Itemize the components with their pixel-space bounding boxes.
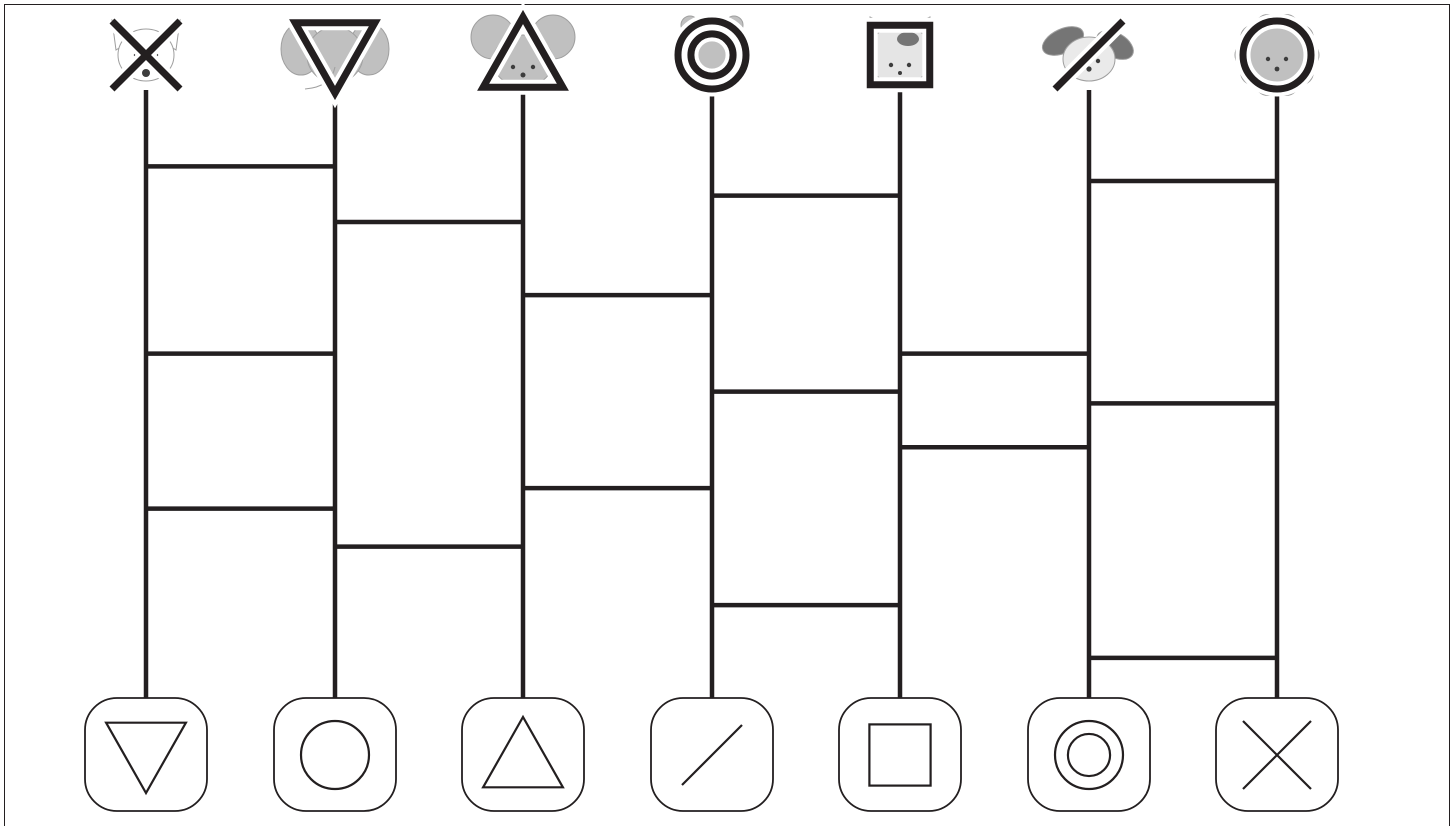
bottom-answer-row <box>85 698 1338 811</box>
answer-box-frame <box>274 698 396 811</box>
top-item-1[interactable] <box>112 20 180 89</box>
answer-box-5[interactable] <box>839 698 961 811</box>
answer-box-4[interactable] <box>651 698 773 811</box>
answer-box-7[interactable] <box>1216 698 1338 811</box>
top-animal-row <box>112 14 1319 95</box>
answer-box-6[interactable] <box>1028 698 1150 811</box>
answer-box-2[interactable] <box>274 698 396 811</box>
top-item-5[interactable] <box>868 17 932 85</box>
answer-box-1[interactable] <box>85 698 207 811</box>
answer-box-frame <box>839 698 961 811</box>
answer-box-frame <box>1028 698 1150 811</box>
answer-box-3[interactable] <box>462 698 584 811</box>
top-item-6[interactable] <box>1038 21 1138 89</box>
top-item-7[interactable] <box>1235 14 1319 95</box>
top-item-4[interactable] <box>678 16 746 89</box>
top-item-2[interactable] <box>281 23 389 93</box>
top-item-3[interactable] <box>471 15 575 87</box>
